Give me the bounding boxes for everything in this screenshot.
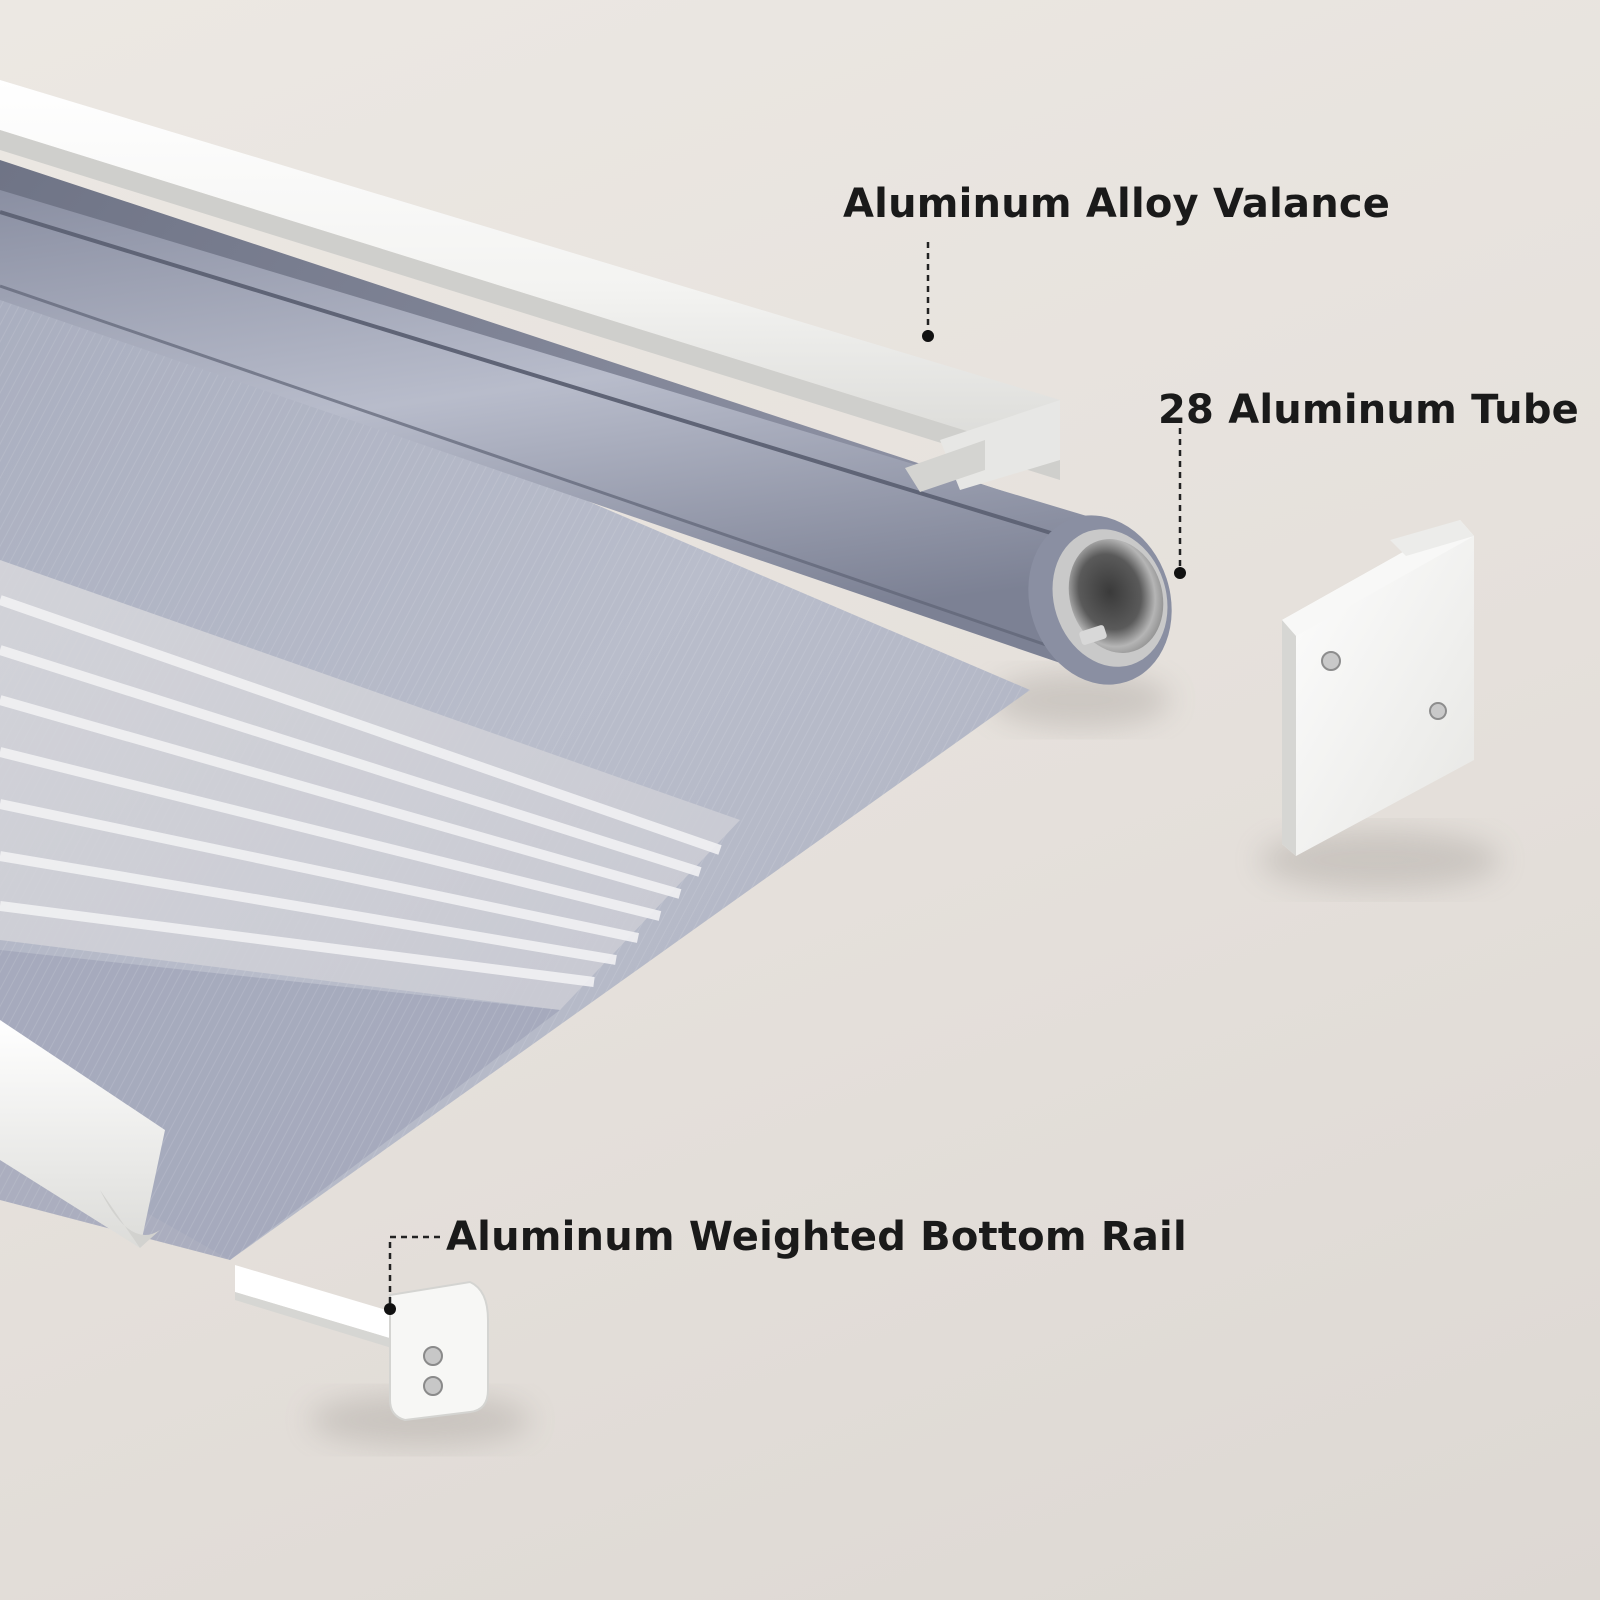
- rail-leader-dot: [384, 1303, 396, 1315]
- valance-rail: [0, 80, 1060, 492]
- rail-leader-line: [388, 1235, 440, 1305]
- fabric-roll: [0, 190, 1110, 680]
- bottom-rail-end-cap: [389, 1280, 489, 1422]
- tube-leader-dot: [1174, 567, 1186, 579]
- aluminum-tube-end: [1028, 515, 1172, 685]
- callout-leaders: [388, 242, 1182, 1305]
- bottom-rail-callout-label: Aluminum Weighted Bottom Rail: [446, 1214, 1187, 1260]
- callout-dots: [384, 330, 1186, 1315]
- tube-callout-label: 28 Aluminum Tube: [1158, 387, 1580, 433]
- bottom-rail: [0, 1020, 489, 1422]
- valance-leader-dot: [922, 330, 934, 342]
- valance-callout-label: Aluminum Alloy Valance: [843, 181, 1391, 227]
- end-cap: [1282, 520, 1474, 856]
